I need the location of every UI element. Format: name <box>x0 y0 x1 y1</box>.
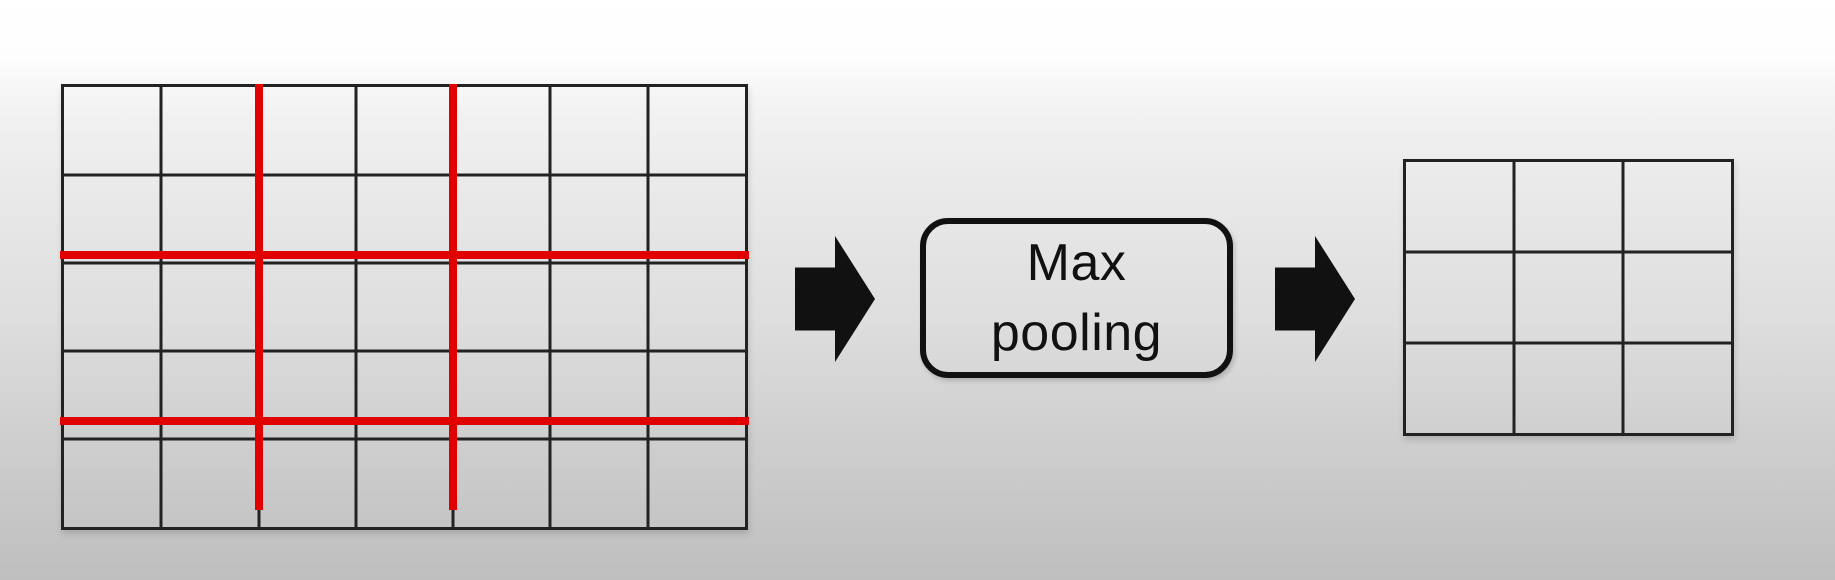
max-pooling-box: Max pooling <box>920 218 1233 378</box>
arrow-right-icon <box>1275 236 1355 362</box>
pool-divider-horizontal <box>60 417 749 425</box>
max-pooling-label-line2: pooling <box>990 304 1163 362</box>
grid-line-vertical <box>354 87 358 527</box>
grid-line-vertical <box>159 87 163 527</box>
pool-divider-vertical <box>254 84 263 510</box>
arrow-right-icon <box>795 236 875 362</box>
grid-line-horizontal <box>64 173 745 177</box>
grid-line-vertical <box>646 87 650 527</box>
input-feature-map-grid <box>60 84 749 530</box>
output-feature-map-grid <box>1403 159 1734 436</box>
grid-line-horizontal <box>1406 250 1731 254</box>
pool-divider-vertical <box>449 84 458 510</box>
grid-line-vertical <box>1621 162 1625 433</box>
pool-divider-horizontal <box>60 251 749 259</box>
grid-line-vertical <box>1512 162 1516 433</box>
grid-line-horizontal <box>1406 341 1731 345</box>
grid-line-vertical <box>548 87 552 527</box>
max-pooling-label-line1: Max <box>1026 234 1127 292</box>
grid-line-horizontal <box>64 349 745 353</box>
grid-line-horizontal <box>64 261 745 265</box>
grid-line-horizontal <box>64 437 745 441</box>
